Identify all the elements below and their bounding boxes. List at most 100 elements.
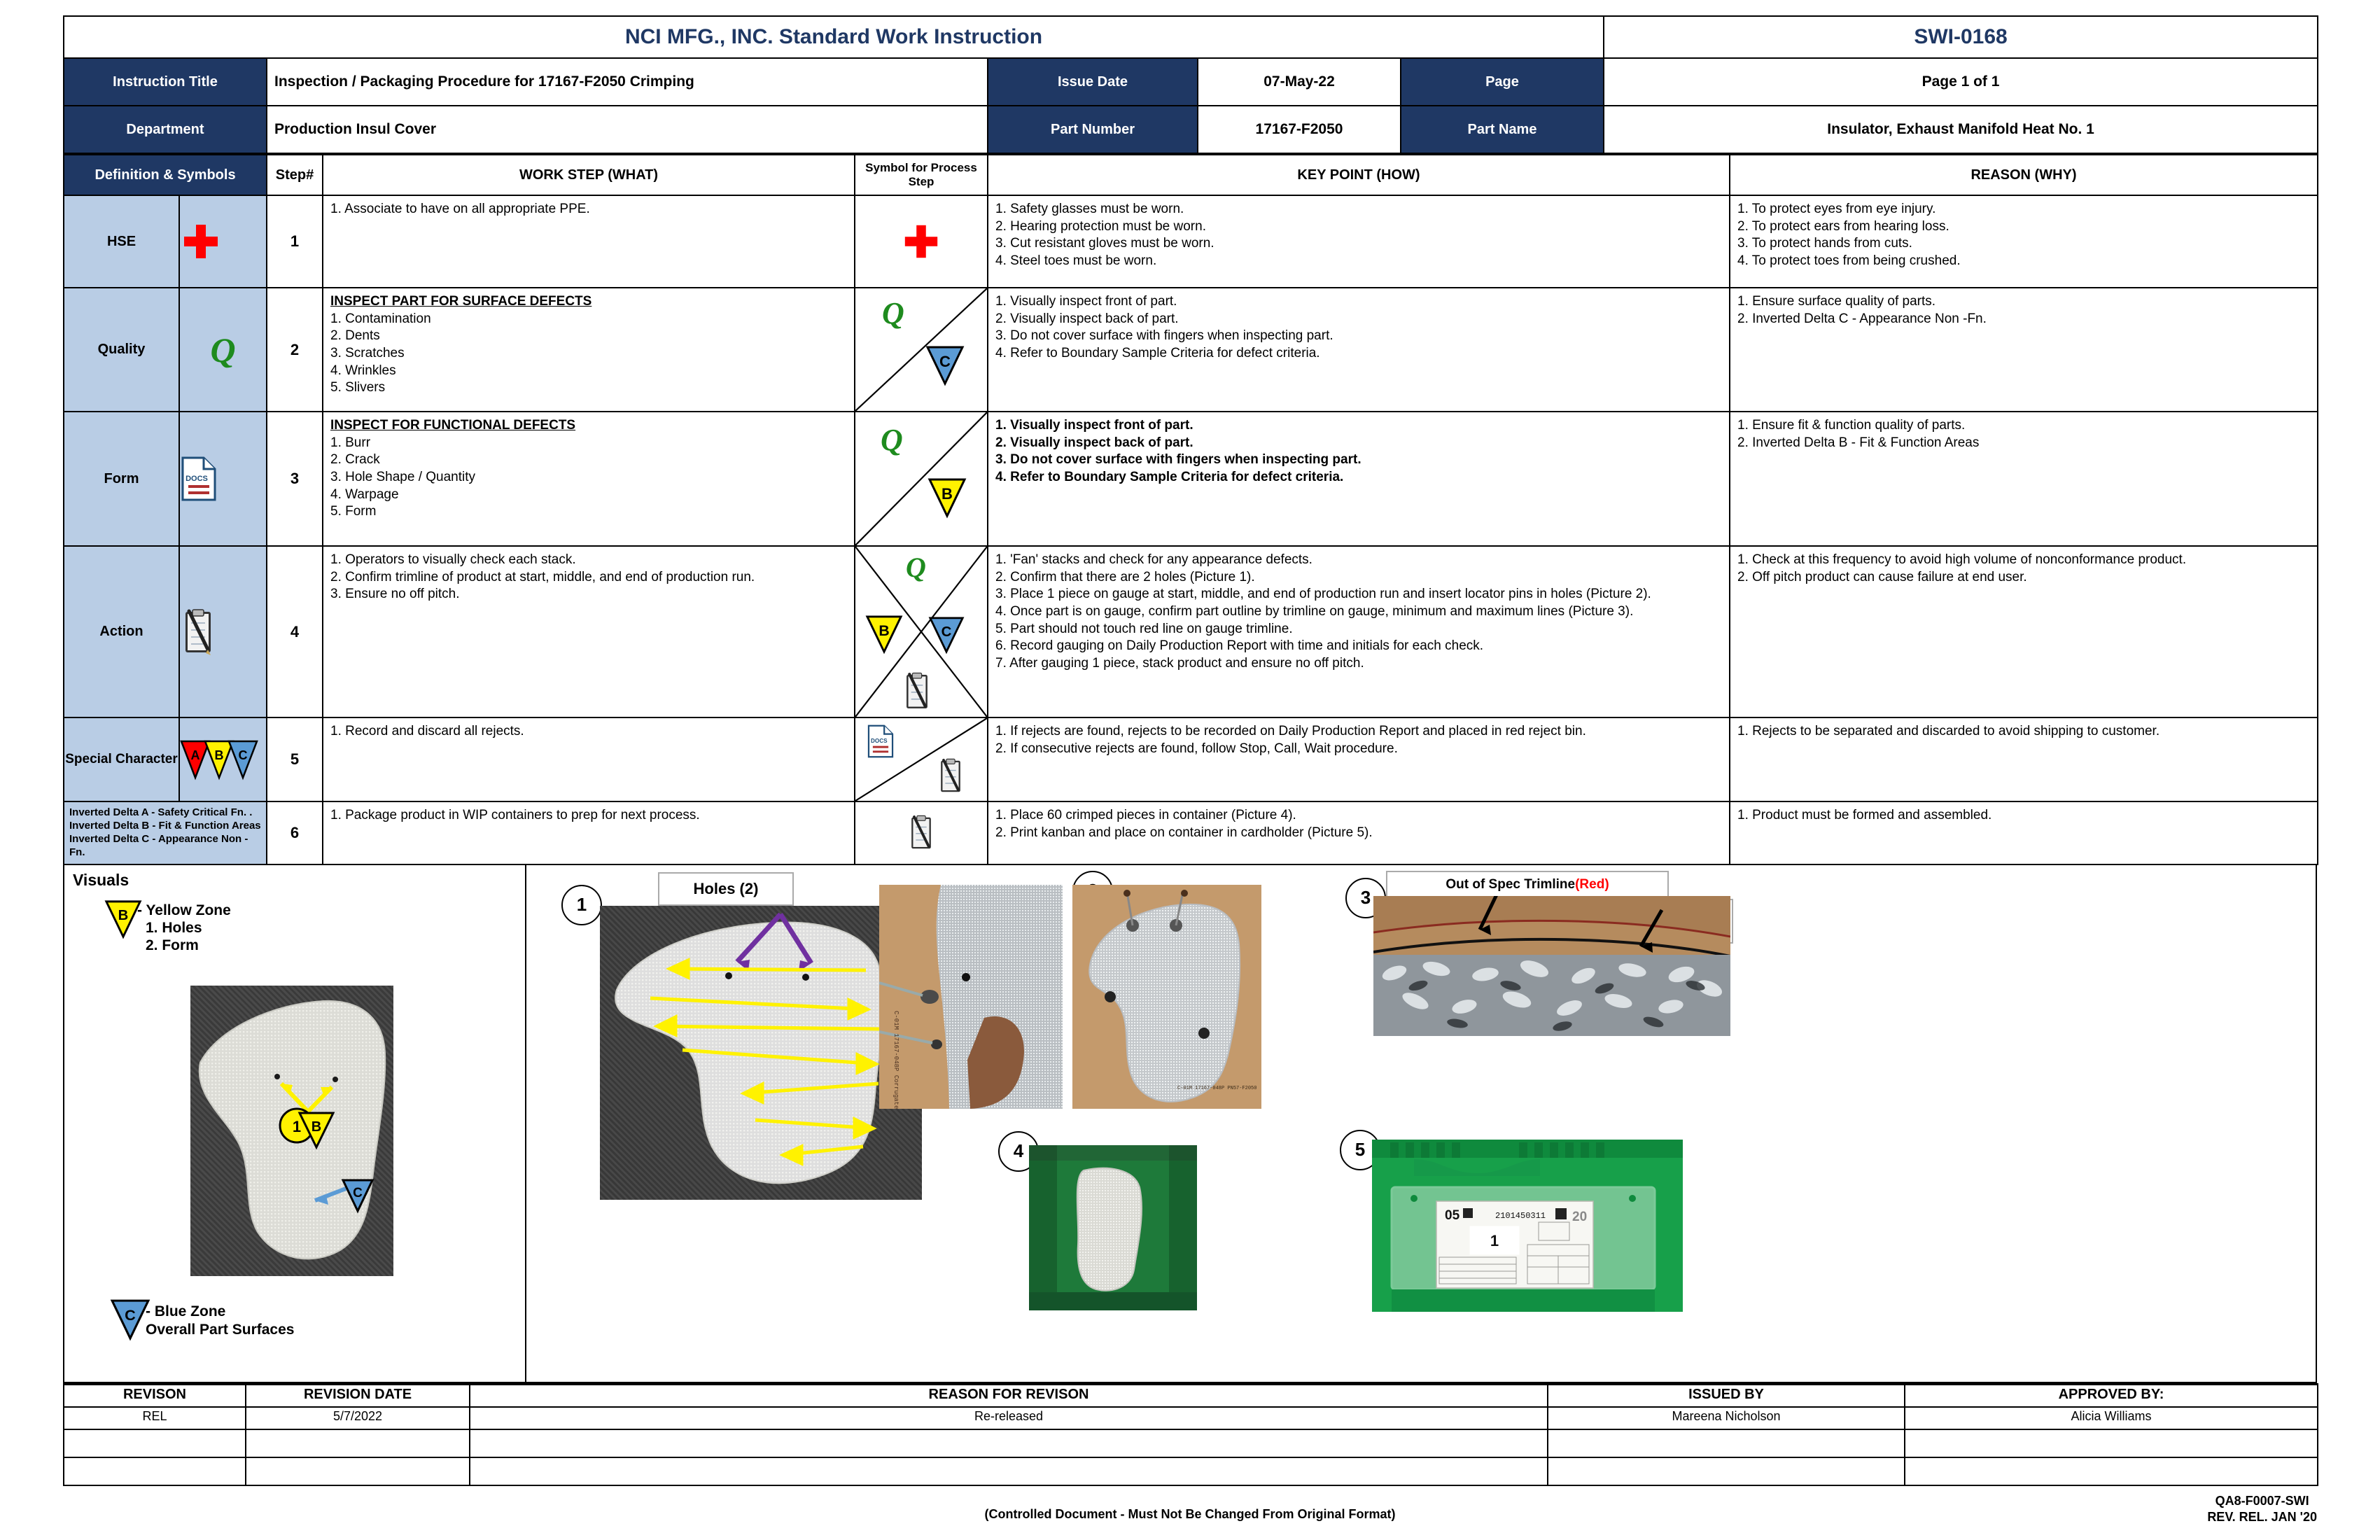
step-number: 1 [266, 195, 323, 288]
reason-cell: 1. Rejects to be separated and discarded… [1729, 717, 2318, 802]
picture-3-photo [1373, 895, 1730, 1036]
key-point-line: 1. Place 60 crimped pieces in container … [995, 808, 1296, 822]
value-issue-date: 07-May-22 [1197, 57, 1401, 106]
part-photo-overview: 1 B C [190, 985, 393, 1276]
svg-text:DOCS: DOCS [871, 738, 888, 744]
label-part-name: Part Name [1399, 105, 1605, 154]
work-step-line: 1. Operators to visually check each stac… [330, 552, 576, 567]
svg-text:A: A [191, 748, 200, 762]
step-number: 4 [266, 545, 323, 718]
svg-text:C: C [239, 748, 248, 762]
revision-cell [1904, 1428, 2318, 1458]
key-point-cell: 1. If rejects are found, rejects to be r… [987, 717, 1730, 802]
value-part-name: Insulator, Exhaust Manifold Heat No. 1 [1603, 105, 2319, 154]
clipboard-pen-icon [911, 815, 931, 849]
work-step-line: 1. Package product in WIP containers to … [330, 808, 700, 822]
key-point-line: 5. Part should not touch red line on gau… [995, 621, 1293, 636]
category-icon-hse [178, 195, 267, 288]
legend-yellow-item-2: 2. Form [146, 937, 199, 953]
reason-line: 1. Product must be formed and assembled. [1737, 808, 1992, 822]
svg-text:C: C [939, 353, 951, 370]
controlled-document-note: (Controlled Document - Must Not Be Chang… [984, 1507, 1396, 1521]
work-step-line: 2. Confirm trimline of product at start,… [330, 569, 755, 584]
value-department: Production Insul Cover [266, 105, 988, 154]
work-step-cell: 1. Operators to visually check each stac… [322, 545, 855, 718]
step-number: 2 [266, 287, 323, 412]
definition-line: Inverted Delta B - Fit & Function Areas [69, 819, 261, 832]
work-step-line: 5. Form [330, 504, 377, 519]
col-definition-symbols: Definition & Symbols [63, 154, 267, 196]
work-step-table: Definition & Symbols Step# WORK STEP (WH… [63, 154, 2318, 865]
yellow-b-triangle-icon: B [104, 899, 142, 939]
col-step: Step# [266, 154, 323, 196]
reason-line: 1. Ensure fit & function quality of part… [1737, 418, 1966, 433]
work-step-line: 1. Burr [330, 435, 371, 450]
label-text-red: (Red) [1575, 876, 1609, 892]
key-point-line: 1. Visually inspect front of part. [995, 418, 1194, 433]
category-icon-action [178, 545, 267, 718]
reason-line: 1. Ensure surface quality of parts. [1737, 294, 1936, 309]
revision-row [63, 1428, 2318, 1458]
key-point-line: 4. Refer to Boundary Sample Criteria for… [995, 470, 1344, 485]
work-step-line: 1. Contamination [330, 311, 431, 326]
step-number: 6 [266, 801, 323, 865]
work-step-cell: 1. Associate to have on all appropriate … [322, 195, 855, 288]
x-divider-icon [855, 547, 987, 717]
key-point-line: 3. Do not cover surface with fingers whe… [995, 328, 1334, 344]
category-form: Form [63, 411, 180, 547]
work-step-line: 3. Scratches [330, 346, 405, 361]
picture-2-photo-left: C-01M 17167-048P Corrugated Aluminum [879, 884, 1063, 1109]
revision-cell: REL [63, 1406, 246, 1430]
work-step-heading: INSPECT PART FOR SURFACE DEFECTS [330, 294, 592, 309]
revision-cell [245, 1456, 470, 1486]
revision-cell [469, 1456, 1548, 1486]
step-number: 5 [266, 717, 323, 802]
svg-text:2101450311: 2101450311 [1495, 1211, 1546, 1221]
key-point-cell: 1. Place 60 crimped pieces in container … [987, 801, 1730, 865]
page-title: NCI MFG., INC. Standard Work Instruction [62, 15, 1605, 59]
category-action: Action [63, 545, 180, 718]
svg-text:C-01M 17167-048P Corrugated Al: C-01M 17167-048P Corrugated Aluminum [892, 1011, 899, 1109]
form-revision: REV. REL. JAN '20 [2207, 1509, 2317, 1524]
label-text: Out of Spec Trimline [1446, 876, 1576, 892]
work-step-line: 2. Crack [330, 452, 380, 468]
category-icon-special-character: A B C [178, 717, 267, 802]
revision-row [63, 1456, 2318, 1486]
key-point-line: 6. Record gauging on Daily Production Re… [995, 638, 1484, 654]
svg-text:C: C [941, 624, 952, 640]
key-point-line: 1. Safety glasses must be worn. [995, 202, 1184, 216]
picture-5-photo: 05 2101450311 20 1 [1372, 1139, 1683, 1312]
visuals-section: Visuals B - Yellow Zone 1. Holes 2. Form [63, 864, 2317, 1383]
diagonal-divider-icon [855, 288, 987, 411]
label-issue-date: Issue Date [987, 57, 1198, 106]
reason-line: 1. Check at this frequency to avoid high… [1737, 552, 2187, 567]
work-step-line: 1. Record and discard all rejects. [330, 724, 524, 738]
work-step-cell: INSPECT PART FOR SURFACE DEFECTS 1. Cont… [322, 287, 855, 412]
picture-4-photo [1029, 1144, 1197, 1310]
key-point-line: 3. Place 1 piece on gauge at start, midd… [995, 587, 1651, 602]
key-point-cell: 1. Visually inspect front of part. 2. Vi… [987, 411, 1730, 547]
visuals-left-panel: Visuals B - Yellow Zone 1. Holes 2. Form [64, 864, 526, 1382]
col-work-step: WORK STEP (WHAT) [322, 154, 855, 196]
clipboard-pen-icon [941, 758, 960, 792]
legend-yellow-item-1: 1. Holes [146, 919, 202, 936]
revision-table: REVISON REVISION DATE REASON FOR REVISON… [63, 1382, 2318, 1486]
svg-text:B: B [312, 1119, 321, 1135]
key-point-cell: 1. Safety glasses must be worn. 2. Heari… [987, 195, 1730, 288]
work-step-line: 1. Associate to have on all appropriate … [330, 202, 590, 216]
reason-cell: 1. Check at this frequency to avoid high… [1729, 545, 2318, 718]
symbol-definitions: Inverted Delta A - Safety Critical Fn. .… [63, 801, 267, 865]
svg-text:B: B [941, 485, 953, 503]
reason-line: 2. To protect ears from hearing loss. [1737, 218, 1949, 234]
doc-number: SWI-0168 [1603, 15, 2319, 59]
key-point-line: 3. Cut resistant gloves must be worn. [995, 236, 1214, 251]
definition-line: Inverted Delta C - Appearance Non -Fn. [69, 832, 248, 858]
value-instruction-title: Inspection / Packaging Procedure for 171… [266, 57, 988, 106]
svg-text:DOCS: DOCS [186, 475, 208, 483]
legend-blue-zone-label: - Blue Zone [146, 1303, 226, 1320]
clipboard-pen-icon [906, 672, 927, 709]
key-point-line: 1. Visually inspect front of part. [995, 294, 1177, 309]
svg-text:C: C [125, 1306, 136, 1324]
work-step-heading: INSPECT FOR FUNCTIONAL DEFECTS [330, 418, 576, 433]
